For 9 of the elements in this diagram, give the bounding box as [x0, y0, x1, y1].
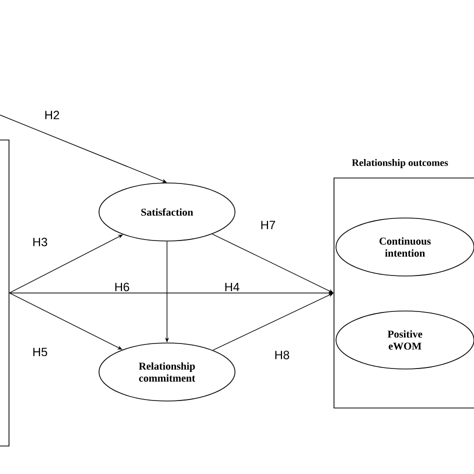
edge-label: H4 — [225, 282, 240, 292]
path-label: H6 — [115, 282, 130, 292]
edge-label: H7 — [261, 220, 276, 230]
edge-label: H2 — [45, 110, 60, 120]
edge-label: H3 — [33, 238, 48, 246]
edge-label: H8 — [275, 350, 290, 360]
edge-label: H5 — [33, 348, 48, 356]
construct-box — [0, 140, 10, 446]
group-heading: Relationship outcomes — [352, 158, 448, 168]
